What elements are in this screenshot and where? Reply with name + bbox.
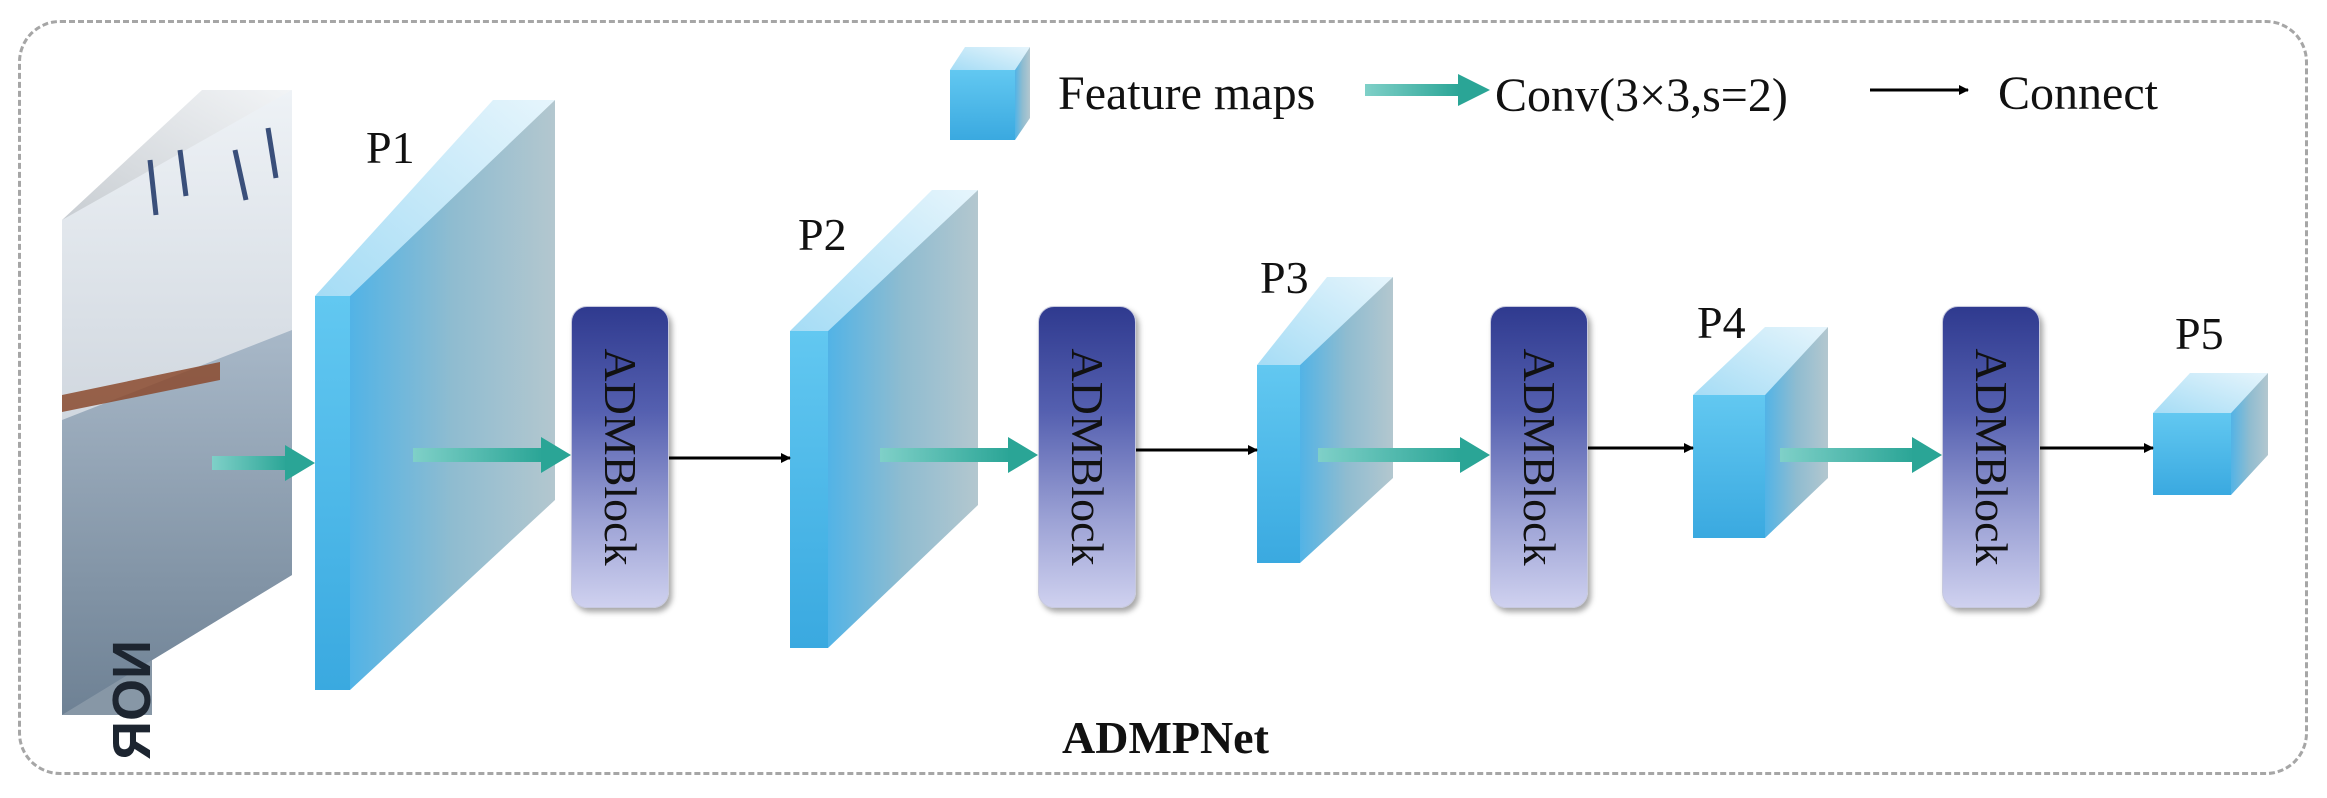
image-painted-text: NOR: [102, 640, 162, 760]
conv-arrow-p2-block2: [880, 437, 1038, 473]
conv-arrow-p4-block4: [1780, 437, 1942, 473]
conv-arrow-p1-block1: [413, 437, 571, 473]
stage-label-p5: P5: [2175, 308, 2224, 359]
stage-label-p4: P4: [1697, 297, 1746, 348]
legend-conv-arrow-icon: [1365, 74, 1490, 106]
legend-conv-label: Conv(3×3,s=2): [1495, 69, 1788, 122]
feature-map-p2: [790, 190, 978, 648]
conv-arrow-input-p1: [212, 445, 315, 481]
admblock-3: ADMBlock: [1490, 306, 1588, 608]
admblock-1-label: ADMBlock: [595, 348, 646, 566]
legend-feature-maps-label: Feature maps: [1058, 67, 1316, 120]
feature-map-p4: [1693, 327, 1828, 538]
admblock-4: ADMBlock: [1942, 306, 2040, 608]
feature-map-p5: [2153, 373, 2268, 495]
stage-label-p3: P3: [1260, 252, 1309, 303]
admblock-1: ADMBlock: [571, 306, 669, 608]
legend-feature-map-icon: [950, 47, 1030, 140]
diagram-frame: [18, 20, 2308, 775]
admblock-3-label: ADMBlock: [1514, 348, 1565, 566]
stage-label-p2: P2: [798, 209, 847, 260]
feature-map-p1: [315, 100, 555, 690]
admblock-2-label: ADMBlock: [1062, 348, 1113, 566]
diagram-caption: ADMPNet: [1062, 712, 1269, 763]
admblock-2: ADMBlock: [1038, 306, 1136, 608]
conv-arrow-p3-block3: [1318, 437, 1490, 473]
admblock-4-label: ADMBlock: [1966, 348, 2017, 566]
stage-label-p1: P1: [366, 122, 415, 173]
feature-map-p3: [1257, 277, 1393, 563]
legend-connect-label: Connect: [1998, 67, 2158, 120]
input-image: NOR: [62, 90, 292, 760]
